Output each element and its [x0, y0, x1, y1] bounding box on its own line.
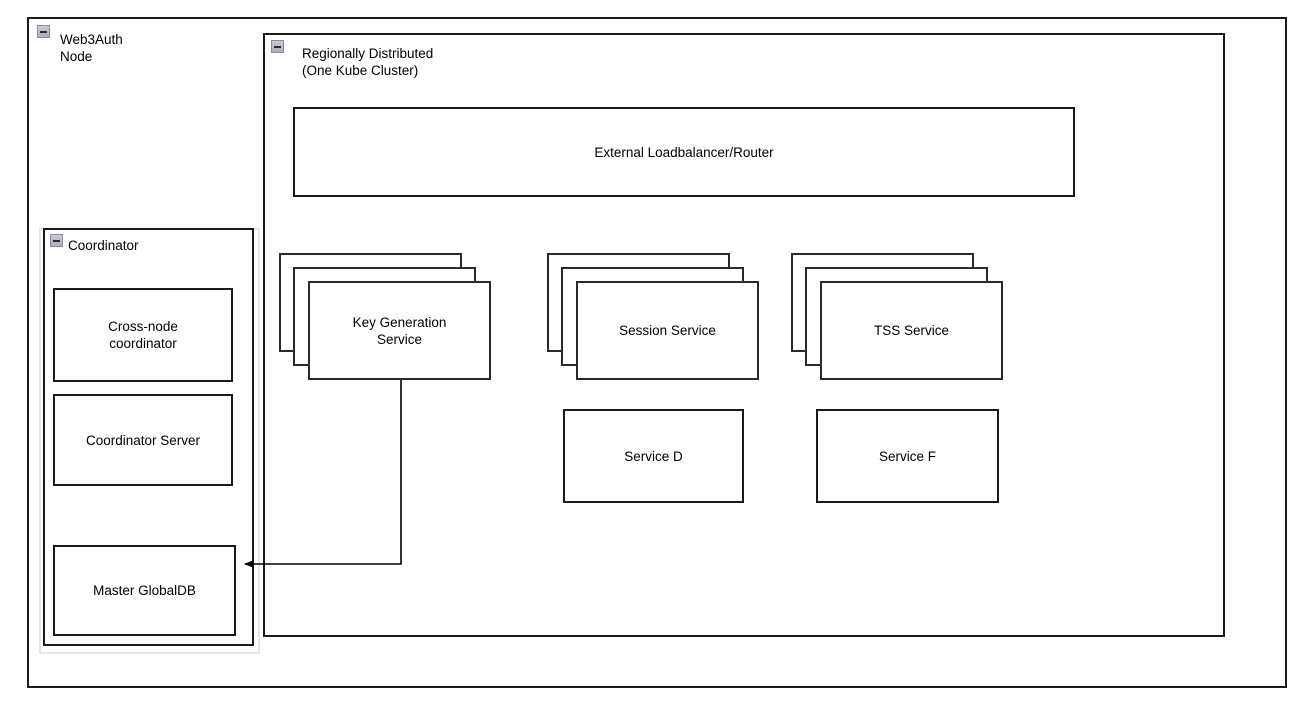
stack-key-generation-service[interactable]: Key Generation Service [279, 253, 491, 380]
container-web3auth-node-label: Web3Auth Node [60, 32, 123, 64]
collapse-minus-icon[interactable] [50, 234, 63, 247]
node-master-globaldb[interactable]: Master GlobalDB [53, 545, 236, 636]
container-regionally-distributed-label: Regionally Distributed (One Kube Cluster… [302, 46, 434, 78]
collapse-minus-icon[interactable] [271, 40, 284, 53]
node-session-service[interactable]: Session Service [576, 281, 759, 380]
node-external-loadbalancer-router[interactable]: External Loadbalancer/Router [293, 107, 1075, 197]
node-service-d[interactable]: Service D [563, 409, 744, 503]
container-coordinator-label: Coordinator [68, 238, 139, 253]
node-coordinator-server[interactable]: Coordinator Server [53, 394, 233, 486]
stack-session-service[interactable]: Session Service [547, 253, 759, 380]
node-tss-service[interactable]: TSS Service [820, 281, 1003, 380]
stack-tss-service[interactable]: TSS Service [791, 253, 1003, 380]
node-service-f[interactable]: Service F [816, 409, 999, 503]
collapse-minus-icon[interactable] [37, 25, 50, 38]
node-cross-node-coordinator[interactable]: Cross-node coordinator [53, 288, 233, 382]
node-key-generation-service[interactable]: Key Generation Service [308, 281, 491, 380]
